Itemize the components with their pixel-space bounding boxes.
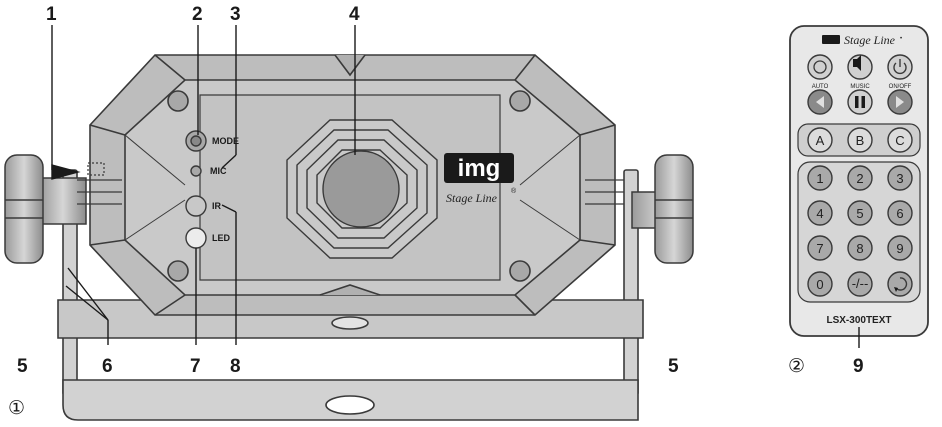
remote-a-label: A [816, 133, 825, 148]
callout-8: 8 [230, 356, 241, 377]
num-button-dash[interactable] [847, 271, 873, 297]
callout-3: 3 [230, 4, 241, 25]
auto-button[interactable] [807, 54, 833, 80]
num-button-3[interactable] [887, 165, 913, 191]
num-dash-label: -/-- [852, 276, 869, 291]
num-button-6[interactable] [887, 200, 913, 226]
remote-button-c[interactable] [887, 127, 913, 153]
callout-7: 7 [190, 356, 201, 377]
remote-control: Stage Line • AUTO MUSIC ON/OFF [789, 25, 929, 337]
num-0-label: 0 [816, 277, 823, 292]
left-knob[interactable] [4, 154, 87, 264]
num-button-7[interactable] [807, 235, 833, 261]
num-8-label: 8 [856, 241, 863, 256]
music-label: MUSIC [850, 84, 870, 90]
mode-label: MODE [212, 136, 239, 146]
num-button-5[interactable] [847, 200, 873, 226]
remote-logo-icon [822, 35, 840, 44]
num-4-label: 4 [816, 206, 823, 221]
num-button-9[interactable] [887, 235, 913, 261]
callout-2: 2 [192, 4, 203, 25]
ir-label: IR [212, 201, 222, 211]
num-3-label: 3 [896, 171, 903, 186]
num-button-8[interactable] [847, 235, 873, 261]
laser-lens [322, 150, 400, 228]
pause-button[interactable] [847, 89, 873, 115]
reset-button[interactable] [887, 271, 913, 297]
num-1-label: 1 [816, 171, 823, 186]
callout-6: 6 [102, 356, 113, 377]
remote-b-label: B [856, 133, 865, 148]
led-indicator [185, 227, 207, 249]
mic-sensor [190, 165, 202, 177]
onoff-label: ON/OFF [889, 84, 912, 90]
num-7-label: 7 [816, 241, 823, 256]
num-5-label: 5 [856, 206, 863, 221]
logo-reg: ® [511, 187, 517, 195]
logo-stage-line: Stage Line [446, 191, 498, 205]
remote-brand-mark: • [900, 36, 902, 42]
remote-button-a[interactable] [807, 127, 833, 153]
remote-brand: Stage Line [844, 33, 896, 47]
figure-mark-1: ① [8, 397, 25, 419]
remote-button-b[interactable] [847, 127, 873, 153]
guide-rails [77, 162, 624, 205]
led-label: LED [212, 233, 231, 243]
callout-4: 4 [349, 4, 360, 25]
num-button-1[interactable] [807, 165, 833, 191]
num-2-label: 2 [856, 171, 863, 186]
logo-img-text: img [458, 155, 501, 182]
mic-label: MIC [210, 166, 227, 176]
callout-5-left: 5 [17, 356, 28, 377]
brand-logo: img Stage Line ® [444, 153, 517, 205]
ir-sensor [185, 195, 207, 217]
figure-mark-2: ② [788, 355, 805, 377]
num-6-label: 6 [896, 206, 903, 221]
num-button-2[interactable] [847, 165, 873, 191]
control-panel [185, 130, 207, 249]
callout-1: 1 [46, 4, 57, 25]
callout-9: 9 [853, 356, 864, 377]
num-9-label: 9 [896, 241, 903, 256]
leader-lines [51, 25, 356, 345]
auto-label: AUTO [812, 84, 829, 90]
num-button-0[interactable] [807, 271, 833, 297]
remote-c-label: C [895, 133, 904, 148]
remote-model: LSX-300TEXT [826, 315, 891, 326]
num-button-4[interactable] [807, 200, 833, 226]
lens-assembly [286, 119, 438, 259]
callout-5-right: 5 [668, 356, 679, 377]
right-knob[interactable] [631, 154, 694, 264]
